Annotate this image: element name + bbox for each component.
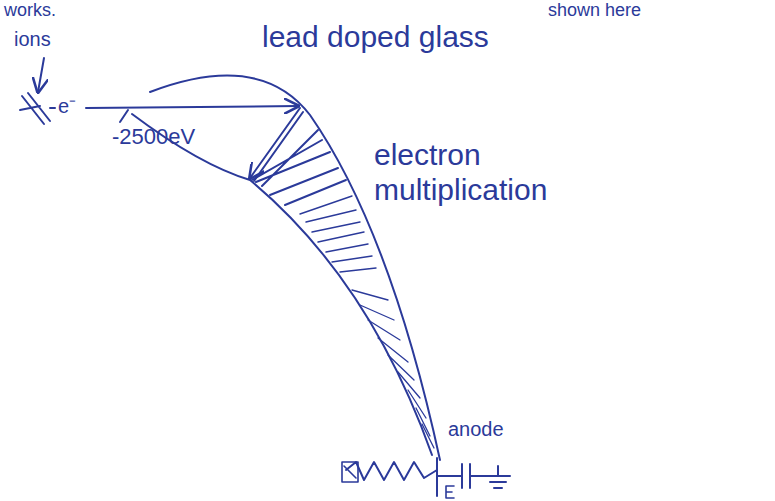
capacitor-symbol: [437, 464, 488, 488]
material-label: lead doped glass: [262, 20, 489, 55]
electron-bounce: [252, 130, 330, 186]
scribble-box: [342, 462, 358, 482]
electron-arrow: [86, 106, 298, 108]
electron-bounce: [270, 168, 346, 205]
ion-arrow: [38, 58, 44, 92]
ion-label: ions: [14, 28, 51, 51]
anode-label: anode: [448, 418, 504, 441]
note-text: shown here: [548, 0, 641, 21]
resistor-symbol: [346, 462, 437, 480]
e-symbol: [446, 486, 454, 498]
process-label: electron multiplication: [374, 138, 574, 207]
electron-line: [50, 107, 55, 109]
voltage-label: -2500eV: [112, 124, 195, 149]
voltage-tick: [120, 110, 128, 122]
grid-symbol: [20, 93, 50, 124]
electron-cascade: [352, 290, 434, 448]
note-text: works.: [4, 0, 56, 21]
ground-symbol: [486, 466, 510, 488]
electron-cascade: [300, 196, 376, 272]
electron-label: e⁻: [58, 95, 76, 118]
